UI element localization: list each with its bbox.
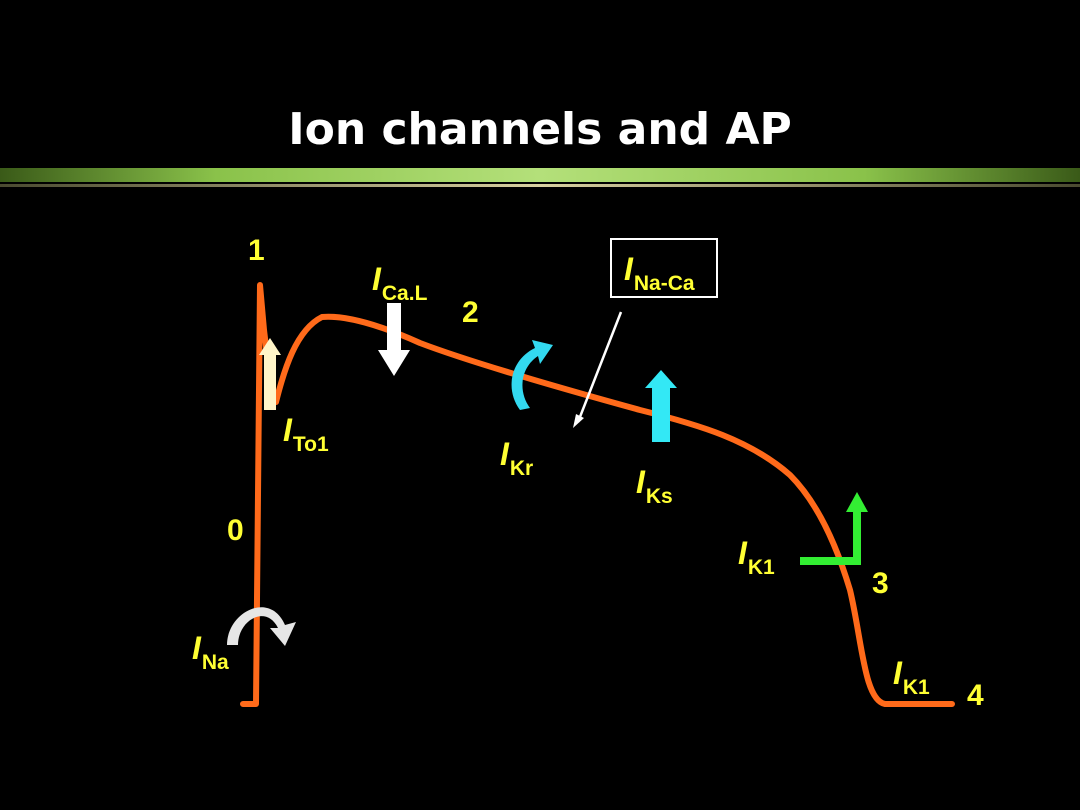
ical-symbol: I: [372, 261, 381, 297]
inaca-pointer-arrowhead: [573, 414, 584, 428]
ina-subscript: Na: [201, 651, 229, 674]
phase-1-label: 1: [248, 234, 265, 267]
ito1-label: ITo1: [283, 412, 329, 455]
phase-0-label: 0: [227, 514, 244, 547]
ik1-phase3-symbol: I: [738, 535, 747, 571]
ina-curved-arrow-icon: [227, 607, 296, 646]
ik1-phase3-label: IK1: [738, 535, 775, 578]
title-divider: [0, 168, 1080, 182]
phase-3-label: 3: [872, 567, 889, 600]
phase-4-label: 4: [967, 679, 984, 712]
slide-title: Ion channels and AP: [288, 104, 792, 155]
inaca-label: INa-Ca: [624, 251, 695, 294]
ik1-phase4-subscript: K1: [902, 676, 930, 699]
iks-subscript: Ks: [645, 485, 673, 508]
phase-2-label: 2: [462, 296, 479, 329]
inaca-symbol: I: [624, 251, 633, 287]
title-divider-thin: [0, 184, 1080, 187]
ito1-subscript: To1: [292, 433, 329, 456]
ina-label: INa: [192, 630, 229, 673]
inaca-subscript: Na-Ca: [633, 272, 695, 295]
iks-arrow-icon: [645, 370, 677, 442]
inaca-pointer-line: [576, 311, 623, 423]
ito1-symbol: I: [283, 412, 292, 448]
ikr-curved-arrow-icon: [511, 340, 553, 410]
iks-label: IKs: [636, 464, 673, 507]
action-potential-trace: [240, 282, 955, 707]
ito1-arrow-icon: [259, 338, 281, 410]
ik1-phase3-subscript: K1: [747, 556, 775, 579]
ical-label: ICa.L: [372, 261, 427, 304]
ina-symbol: I: [192, 630, 201, 666]
ik1-phase4-symbol: I: [893, 655, 902, 691]
ikr-symbol: I: [500, 436, 509, 472]
ikr-subscript: Kr: [509, 457, 534, 480]
ikr-label: IKr: [500, 436, 533, 479]
ical-arrow-icon: [378, 303, 410, 376]
inaca-label-box: [610, 238, 718, 298]
iks-symbol: I: [636, 464, 645, 500]
ik1-phase4-label: IK1: [893, 655, 930, 698]
ical-subscript: Ca.L: [381, 282, 428, 305]
ik1-bent-arrow-icon: [800, 492, 868, 565]
